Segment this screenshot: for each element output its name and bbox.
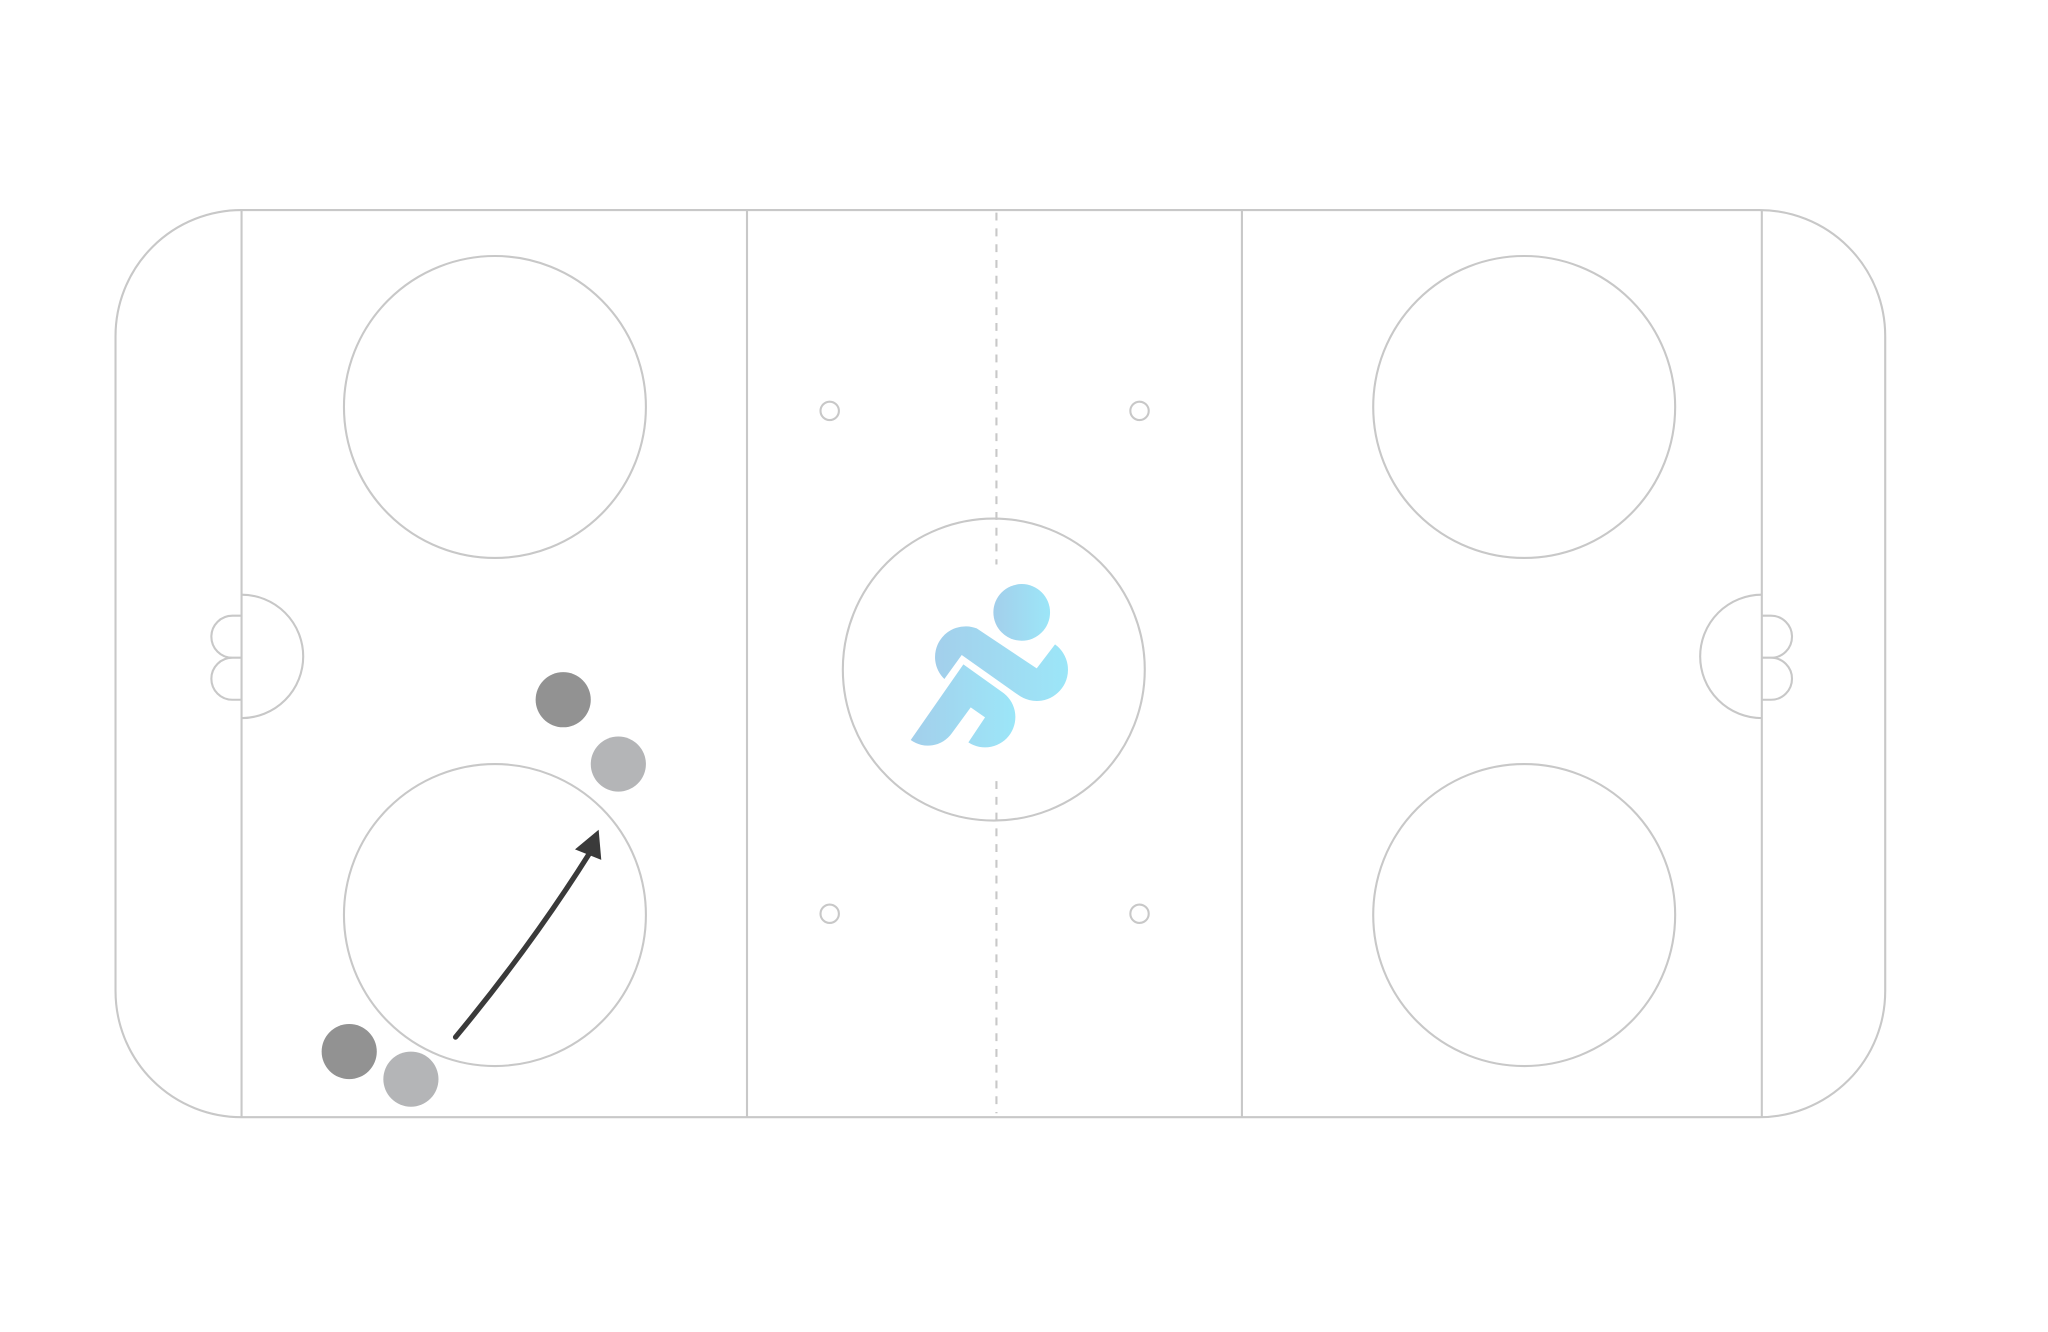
arrow-shaft xyxy=(452,850,593,1040)
neutral-faceoff-dot xyxy=(819,903,840,924)
logo-legs xyxy=(910,664,1016,748)
player-team-a[interactable] xyxy=(321,1024,377,1080)
movement-arrow[interactable] xyxy=(452,829,602,1040)
logo-torso xyxy=(935,626,1068,701)
arrowhead-icon xyxy=(575,829,602,860)
left-net xyxy=(210,614,242,701)
logo-head xyxy=(993,584,1051,641)
player-team-b[interactable] xyxy=(590,736,646,792)
neutral-faceoff-dot xyxy=(1129,903,1150,924)
faceoff-circle-right-bottom xyxy=(1372,763,1677,1068)
player-team-a[interactable] xyxy=(535,672,591,728)
faceoff-circle-left-top xyxy=(342,254,647,560)
center-faceoff-circle xyxy=(841,517,1146,822)
right-net xyxy=(1761,614,1794,701)
running-person-icon xyxy=(910,584,1068,748)
neutral-faceoff-dot xyxy=(1129,400,1150,422)
faceoff-circle-left-bottom xyxy=(342,763,647,1068)
right-goal-crease xyxy=(1699,593,1762,720)
left-goal-crease xyxy=(241,593,305,720)
faceoff-circle-right-top xyxy=(1372,254,1677,560)
neutral-faceoff-dot xyxy=(819,400,840,422)
player-team-b[interactable] xyxy=(383,1051,439,1107)
rink-boards xyxy=(114,209,1887,1119)
